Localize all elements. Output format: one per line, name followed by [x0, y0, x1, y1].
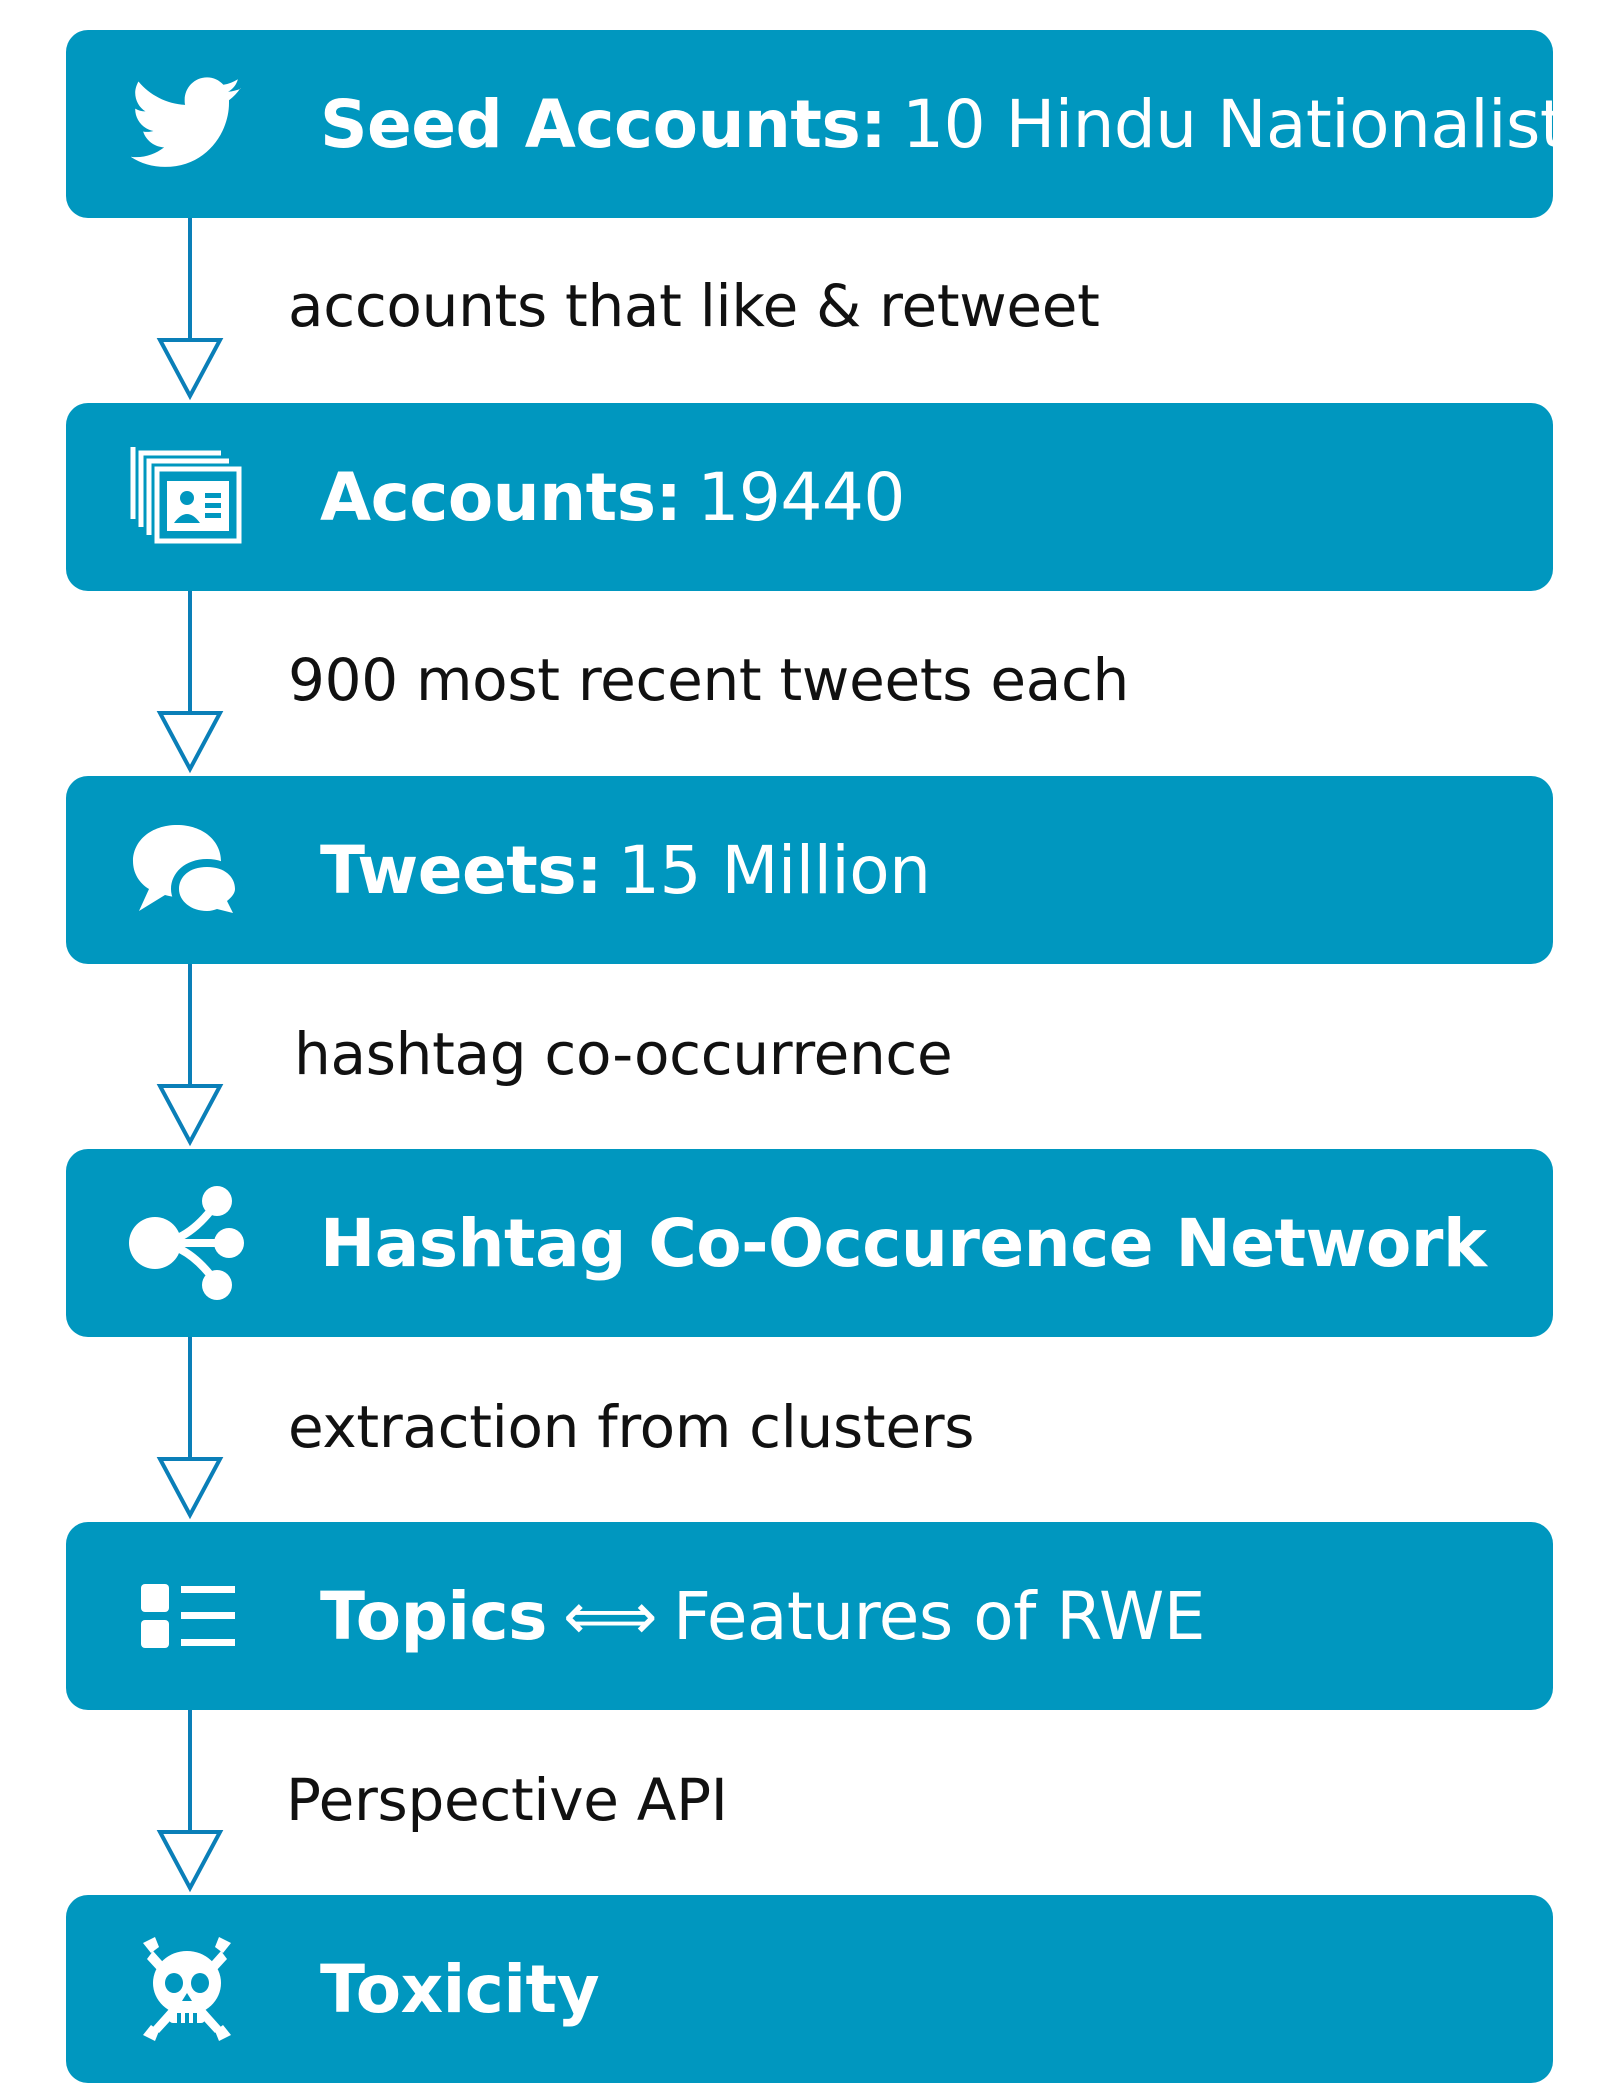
node-title: Accounts:	[320, 458, 682, 536]
arrow-2	[156, 590, 224, 774]
chat-bubbles-icon	[122, 805, 252, 935]
node-accounts: Accounts: 19440	[66, 403, 1553, 591]
node-title: Topics	[320, 1577, 547, 1655]
arrow-3	[156, 964, 224, 1147]
node-label: Hashtag Co-Occurence Network	[320, 1149, 1487, 1337]
node-title: Seed Accounts:	[320, 85, 887, 163]
node-title: Tweets:	[320, 831, 603, 909]
node-topics: Topics ⟺ Features of RWE	[66, 1522, 1553, 1710]
node-toxicity: Toxicity	[66, 1895, 1553, 2083]
node-label: Toxicity	[320, 1895, 600, 2083]
node-tweets: Tweets: 15 Million	[66, 776, 1553, 964]
arrow-4	[156, 1337, 224, 1520]
node-hashtag-network: Hashtag Co-Occurence Network	[66, 1149, 1553, 1337]
edge-label-5: Perspective API	[286, 1766, 728, 1834]
edge-label-1: accounts that like & retweet	[288, 272, 1100, 340]
list-icon	[122, 1551, 252, 1681]
node-detail: 10 Hindu Nationalists	[902, 85, 1597, 163]
node-title: Hashtag Co-Occurence Network	[320, 1204, 1487, 1282]
edge-label-4: extraction from clusters	[288, 1393, 975, 1461]
edge-label-3: hashtag co-occurrence	[294, 1020, 953, 1088]
twitter-bird-icon	[122, 59, 252, 189]
arrow-1	[156, 218, 224, 401]
equivalence-symbol: ⟺	[562, 1577, 658, 1655]
node-label: Tweets: 15 Million	[320, 776, 931, 964]
arrow-5	[156, 1710, 224, 1893]
contact-cards-icon	[122, 432, 252, 562]
node-detail: Features of RWE	[673, 1577, 1206, 1655]
node-label: Accounts: 19440	[320, 403, 905, 591]
node-seed-accounts: Seed Accounts: 10 Hindu Nationalists	[66, 30, 1597, 218]
node-detail: 15 Million	[618, 831, 931, 909]
node-label: Topics ⟺ Features of RWE	[320, 1522, 1206, 1710]
share-network-icon	[122, 1178, 252, 1308]
node-label: Seed Accounts: 10 Hindu Nationalists	[320, 30, 1597, 218]
node-title: Toxicity	[320, 1950, 600, 2028]
skull-crossbones-icon	[122, 1924, 252, 2054]
edge-label-2: 900 most recent tweets each	[288, 646, 1129, 714]
node-detail: 19440	[697, 458, 905, 536]
